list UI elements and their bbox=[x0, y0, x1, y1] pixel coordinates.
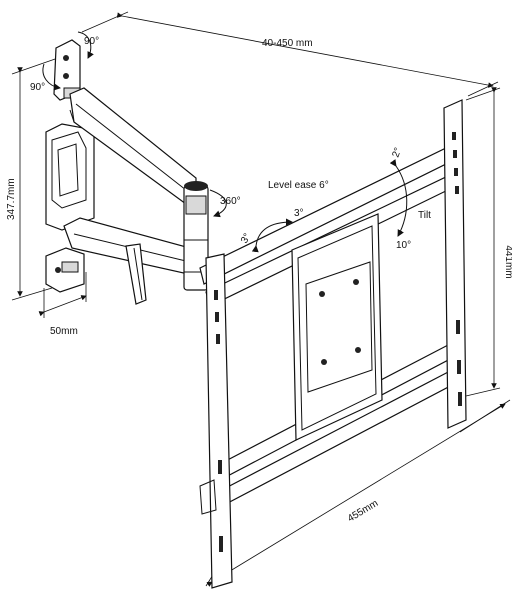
elbow-rotation: 360° bbox=[209, 189, 241, 218]
bracket-height-label: 441mm bbox=[503, 245, 512, 278]
wall-plate-height-label: 347.7mm bbox=[6, 178, 17, 220]
vesa-adapter-plate bbox=[291, 213, 383, 441]
tilt-up-label: 2° bbox=[390, 146, 404, 159]
tilt-label: Tilt bbox=[418, 210, 431, 221]
swivel-rotation: 3° 3° bbox=[239, 208, 304, 253]
wall-plate-depth-dimension: 50mm bbox=[38, 272, 87, 337]
span-dimension: 40-450 mm bbox=[81, 11, 499, 97]
cable-strap bbox=[125, 243, 147, 305]
wall-plate-depth-label: 50mm bbox=[50, 326, 78, 337]
level-ease-label: Level ease 6° bbox=[268, 180, 329, 191]
span-dimension-label: 40-450 mm bbox=[262, 38, 313, 49]
elbow-pivot bbox=[183, 181, 209, 291]
top-pivot-vertical-label: 90° bbox=[84, 36, 99, 47]
top-pivot-horizontal-label: 90° bbox=[30, 82, 45, 93]
swivel-right-label: 3° bbox=[294, 208, 304, 219]
wall-plate bbox=[45, 39, 95, 293]
bracket-width-label: 455mm bbox=[346, 498, 380, 525]
elbow-swivel-label: 360° bbox=[220, 196, 241, 207]
tilt-rotation: Tilt 2° 10° bbox=[389, 146, 431, 251]
tilt-down-label: 10° bbox=[396, 240, 411, 251]
level-ease: Level ease 6° bbox=[268, 180, 329, 191]
bracket-height-dimension: 441mm bbox=[465, 87, 512, 397]
wall-plate-height-dimension: 347.7mm bbox=[6, 57, 59, 301]
swivel-left-label: 3° bbox=[239, 232, 253, 246]
top-pivot-rotation: 90° 90° bbox=[30, 31, 99, 93]
